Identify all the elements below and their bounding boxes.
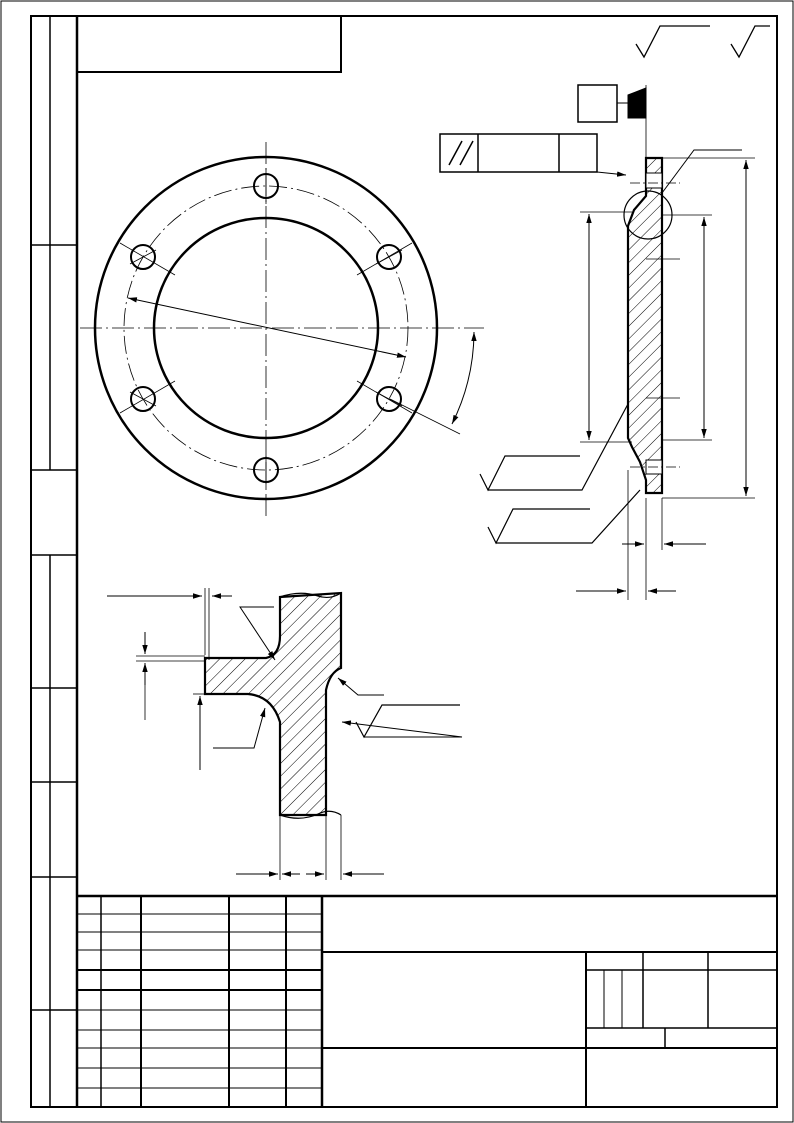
inner-border	[30, 15, 778, 1108]
detail-roughness-symbol	[355, 704, 460, 739]
radius-leader	[213, 707, 266, 749]
general-roughness-symbol	[635, 25, 770, 59]
bore-diameter-dimension	[127, 297, 407, 358]
title-block	[77, 894, 777, 1107]
break-line-top	[279, 592, 342, 599]
roughness-callout	[479, 403, 641, 545]
detail-roughness-leader	[341, 720, 463, 738]
angle-extension-line	[389, 398, 461, 435]
bolt-hole	[130, 386, 156, 412]
datum-feature-box	[577, 84, 618, 123]
break-line-bottom	[279, 810, 342, 819]
radius-leader	[239, 606, 276, 661]
bolt-hole	[376, 244, 402, 270]
section-profile	[626, 156, 664, 495]
tolerance-leader	[596, 171, 627, 177]
radius-leader	[337, 677, 384, 696]
bolt-hole	[376, 386, 402, 412]
detail-profile	[203, 591, 343, 817]
section-hole	[645, 172, 663, 189]
tolerance-frame	[439, 133, 598, 173]
bolt-hole	[130, 244, 156, 270]
angle-dimension-arc	[451, 331, 477, 425]
detail-callout-leader	[661, 149, 742, 194]
plan-view	[80, 142, 484, 516]
section-view	[439, 84, 755, 600]
hole-center-marks	[119, 168, 413, 488]
drawing-number-box	[76, 15, 342, 73]
detail-view	[107, 588, 463, 880]
bolt-holes	[130, 173, 402, 483]
datum-triangle	[627, 87, 647, 119]
